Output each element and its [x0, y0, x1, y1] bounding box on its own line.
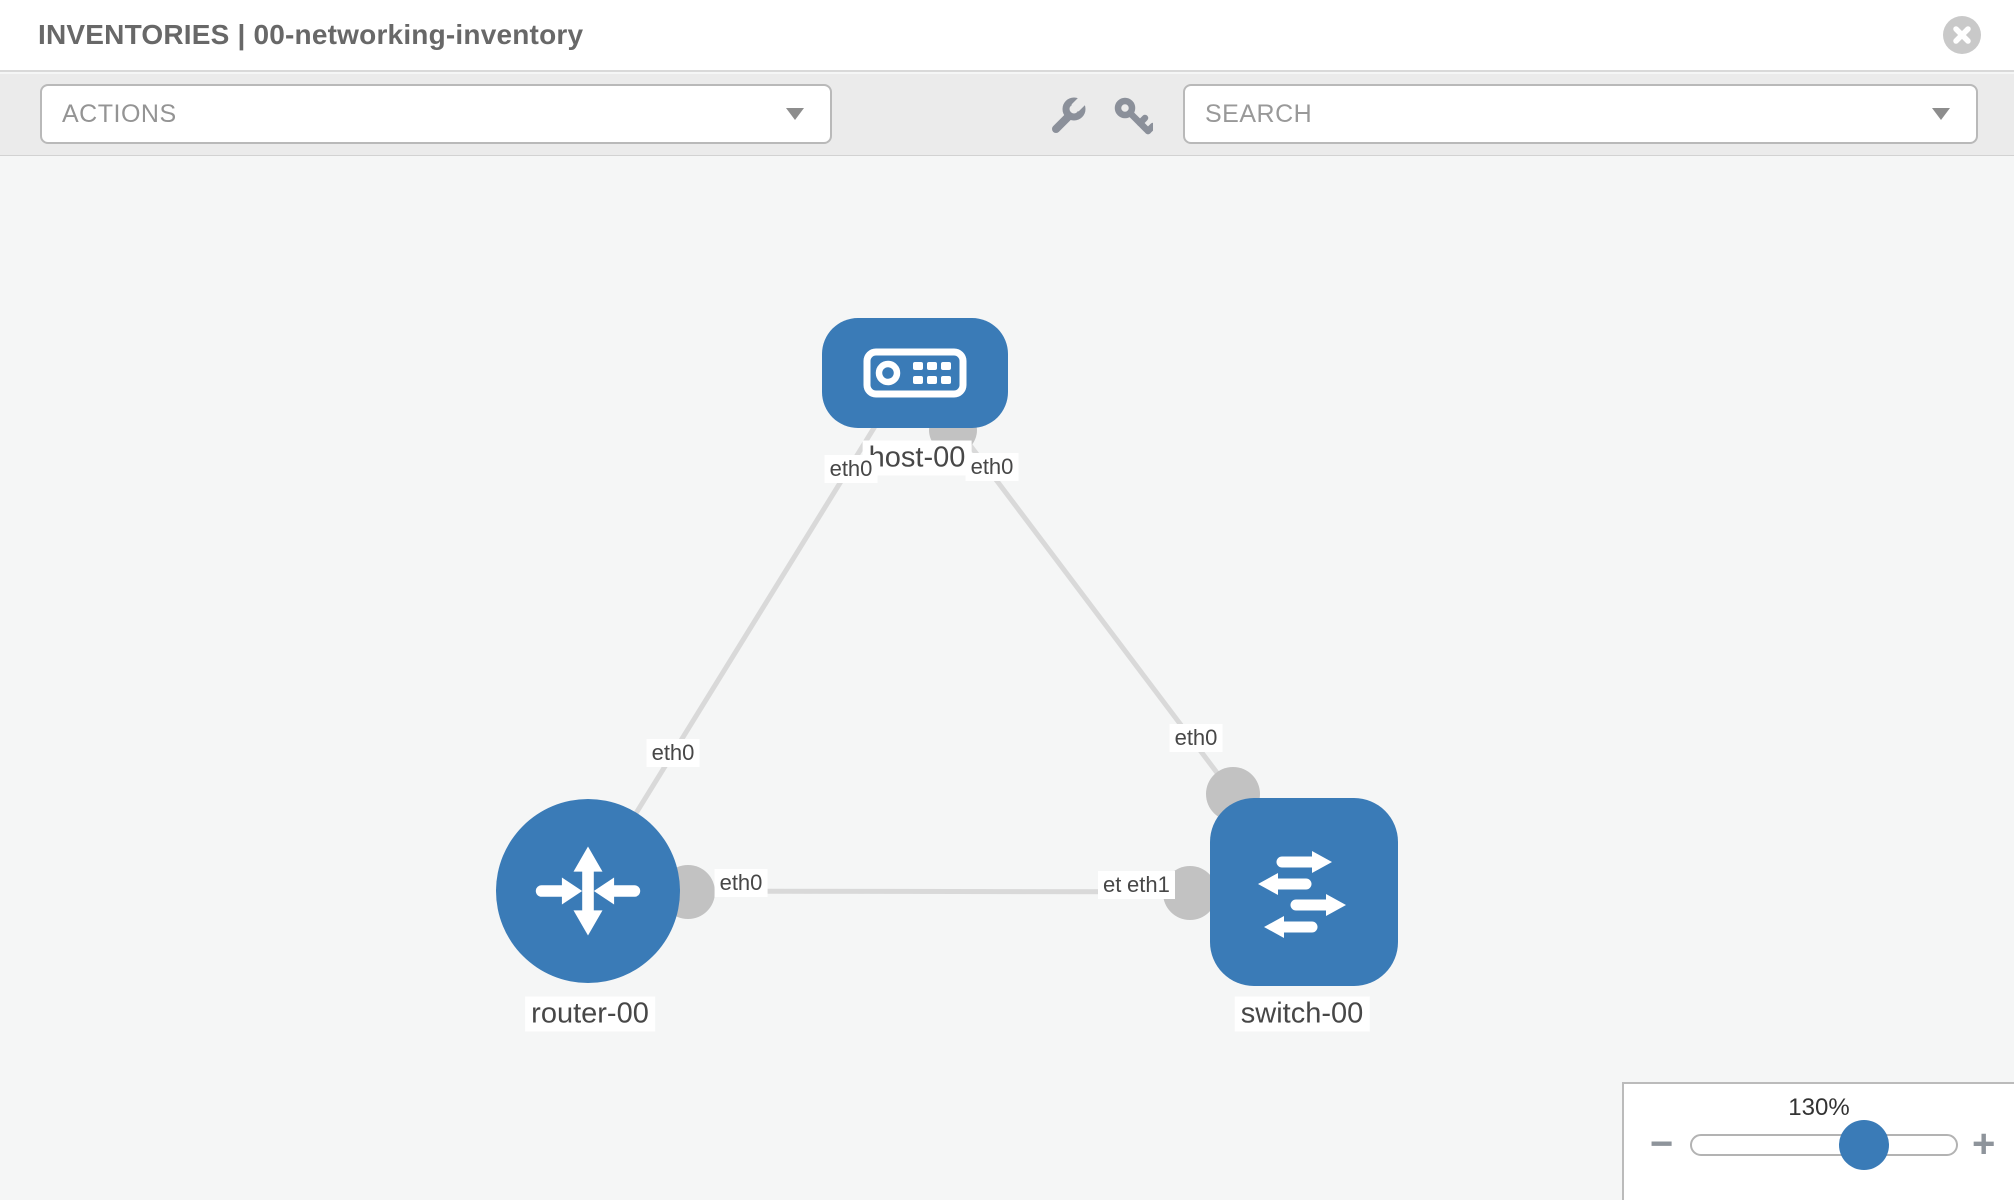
zoom-slider-track[interactable]	[1690, 1134, 1958, 1156]
node-label-router: router-00	[525, 996, 655, 1032]
zoom-level-value: 130%	[1788, 1094, 1850, 1121]
key-icon	[1114, 97, 1153, 135]
header: INVENTORIES | 00-networking-inventory	[0, 0, 2014, 72]
interface-label-switch-eth1: eth1	[1122, 871, 1175, 899]
zoom-panel: 130% − +	[1622, 1082, 2014, 1200]
close-icon	[1953, 26, 1971, 44]
topology-links	[585, 400, 1305, 920]
switch-icon	[1258, 851, 1346, 938]
configure-button[interactable]	[1046, 96, 1086, 136]
zoom-in-button[interactable]: +	[1972, 1122, 1996, 1166]
actions-dropdown[interactable]: ACTIONS	[40, 84, 832, 144]
zoom-out-button[interactable]: −	[1650, 1122, 1674, 1166]
interface-label-switch-eth0-top: eth0	[1169, 724, 1223, 752]
node-label-switch: switch-00	[1234, 996, 1370, 1032]
link-host-router	[585, 400, 893, 893]
actions-dropdown-label: ACTIONS	[62, 99, 177, 128]
router-icon	[535, 846, 641, 936]
node-host-00[interactable]	[822, 318, 1008, 428]
credentials-button[interactable]	[1113, 96, 1153, 136]
interface-label-router-eth0-horizontal: eth0	[714, 869, 768, 897]
chevron-down-icon	[786, 108, 804, 120]
interface-dot-switch-left	[1163, 866, 1217, 920]
node-switch-00[interactable]	[1210, 798, 1398, 986]
chevron-down-icon	[1932, 108, 1950, 120]
topology-canvas[interactable]: host-00 router-00 switch-00 eth0 eth0 et…	[0, 157, 2014, 1200]
search-dropdown[interactable]	[1183, 84, 1978, 144]
interface-label-router-eth0-diagonal: eth0	[646, 739, 700, 767]
interface-label-host-eth0-right: eth0	[965, 453, 1019, 481]
page-title: INVENTORIES | 00-networking-inventory	[38, 19, 584, 50]
close-button[interactable]	[1943, 16, 1981, 54]
interface-label-host-eth0-left: eth0	[824, 455, 878, 483]
host-icon	[863, 348, 967, 398]
wrench-icon	[1052, 96, 1086, 133]
zoom-slider-thumb[interactable]	[1839, 1120, 1889, 1170]
node-label-host: host-00	[862, 440, 972, 476]
search-input[interactable]	[1205, 99, 1932, 129]
node-router-00[interactable]	[496, 799, 680, 983]
toolbar: ACTIONS	[0, 74, 2014, 156]
